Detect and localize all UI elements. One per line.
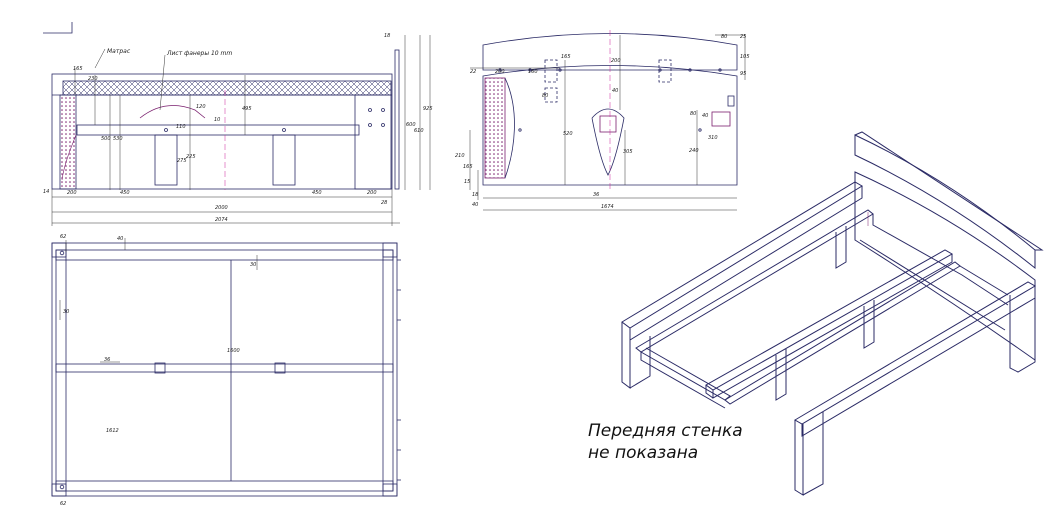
plywood-label: Лист фанеры 10 mm <box>166 50 232 57</box>
isometric-bed-view <box>621 131 1044 496</box>
dim-side-230: 230 <box>88 76 98 82</box>
dim-side-610: 610 <box>414 128 424 134</box>
dim-side-495: 495 <box>242 106 252 112</box>
middle-leg-2 <box>272 134 296 186</box>
dim-side-600: 600 <box>406 122 416 128</box>
dim-plan-36: 36 <box>104 357 110 363</box>
iso-foot-left-post <box>621 322 631 389</box>
dim-plan-1612: 1612 <box>106 428 119 434</box>
middle-leg-1 <box>154 134 178 186</box>
dim-side-200-right: 200 <box>367 190 377 196</box>
dim-head-160: 160 <box>528 69 538 75</box>
dim-side-925: 925 <box>423 106 433 112</box>
dim-plan-62-top: 62 <box>60 234 66 240</box>
iso-headboard-top <box>854 134 1036 270</box>
dim-plan-30-left: 30 <box>63 309 69 315</box>
front-wall-note-line-1: Передняя стенка <box>588 421 743 441</box>
headboard-top-panel <box>482 33 738 71</box>
headboard-dimension-lines <box>469 34 746 211</box>
dim-head-40: 40 <box>612 88 618 94</box>
iso-head-right-post <box>1009 290 1036 373</box>
head-post <box>354 94 392 190</box>
dim-side-28: 28 <box>381 200 387 206</box>
iso-inner-left-rail <box>635 209 874 353</box>
dim-side-2074: 2074 <box>215 217 228 223</box>
dim-head-40-right: 40 <box>702 113 708 119</box>
iso-back-leg <box>835 226 847 269</box>
plan-outer-frame <box>51 242 398 497</box>
dim-head-80-top: 80 <box>721 34 727 40</box>
dim-side-120: 120 <box>196 104 206 110</box>
mattress-label: Матрас <box>107 48 131 55</box>
iso-center-leg-1 <box>775 349 787 401</box>
plan-view <box>51 242 401 497</box>
dim-head-200-vertical: 200 <box>611 58 621 64</box>
dim-head-240: 240 <box>689 148 699 154</box>
plan-dimension-lines <box>59 238 258 363</box>
dim-head-15: 15 <box>464 179 470 185</box>
headboard-labels: 22 200 160 165 80 200 40 520 305 80 40 3… <box>455 34 750 210</box>
sheet-corner-mark <box>43 22 73 34</box>
iso-inner-right-rail <box>724 261 961 405</box>
dim-head-520: 520 <box>563 131 573 137</box>
dim-side-200-left: 200 <box>67 190 77 196</box>
dim-head-80-left: 80 <box>542 93 548 99</box>
dim-side-450-left: 450 <box>120 190 130 196</box>
dim-head-305: 305 <box>623 149 633 155</box>
iso-foot-right-post <box>794 420 804 496</box>
dim-side-275: 275 <box>177 158 187 164</box>
dim-side-530: 530 <box>113 136 123 142</box>
dim-side-500: 500 <box>101 136 111 142</box>
front-wall-note: Передняя стенка не показана <box>588 420 743 464</box>
mattress-band <box>62 80 392 96</box>
side-frame-outline <box>51 73 393 190</box>
plan-labels: 62 40 30 30 36 1600 1612 62 <box>60 234 256 507</box>
dim-side-10: 10 <box>214 117 220 123</box>
dim-plan-1600: 1600 <box>227 348 240 354</box>
headboard-lower-panel <box>482 65 738 186</box>
dim-head-165: 165 <box>561 54 571 60</box>
dim-side-18: 18 <box>384 33 390 39</box>
side-labels: Матрас Лист фанеры 10 mm 165 230 200 450… <box>43 33 433 223</box>
plan-center-rail <box>55 363 394 373</box>
dim-head-210: 210 <box>455 153 465 159</box>
dim-head-25: 25 <box>740 34 746 40</box>
iso-center-leg-2 <box>863 300 875 349</box>
dim-head-310: 310 <box>708 135 718 141</box>
dim-side-2000: 2000 <box>215 205 228 211</box>
dim-side-450-right: 450 <box>312 190 322 196</box>
dim-plan-30-right: 30 <box>250 262 256 268</box>
dim-plan-40: 40 <box>117 236 123 242</box>
dim-head-40-low: 40 <box>472 202 478 208</box>
dim-head-22: 22 <box>470 69 476 75</box>
iso-inner-foot-rail <box>640 347 731 401</box>
side-elevation-view <box>51 49 400 190</box>
dim-head-80-right: 80 <box>690 111 696 117</box>
dim-side-165: 165 <box>73 66 83 72</box>
iso-left-side-rail <box>621 181 863 329</box>
dim-side-14: 14 <box>43 189 49 195</box>
dim-plan-62-bottom: 62 <box>60 501 66 507</box>
dim-side-110: 110 <box>176 124 186 130</box>
iso-right-side-rail <box>794 281 1036 425</box>
headboard-center-bracket <box>591 108 625 176</box>
dim-head-105: 105 <box>740 54 750 60</box>
left-leg <box>59 94 77 190</box>
side-dimension-lines <box>51 35 431 226</box>
headboard-plywood-curve <box>504 77 515 179</box>
front-wall-note-line-2: не показана <box>588 443 699 463</box>
headboard-view <box>482 30 738 190</box>
dim-side-225: 225 <box>186 154 196 160</box>
dim-head-165-low: 165 <box>463 164 473 170</box>
dim-head-18: 18 <box>472 192 478 198</box>
dim-head-95: 95 <box>740 71 746 77</box>
plywood-sheet-curve <box>139 105 206 119</box>
dim-head-1674: 1674 <box>601 204 614 210</box>
dim-head-200: 200 <box>495 69 505 75</box>
dim-head-36: 36 <box>593 192 599 198</box>
side-rail <box>76 124 360 136</box>
